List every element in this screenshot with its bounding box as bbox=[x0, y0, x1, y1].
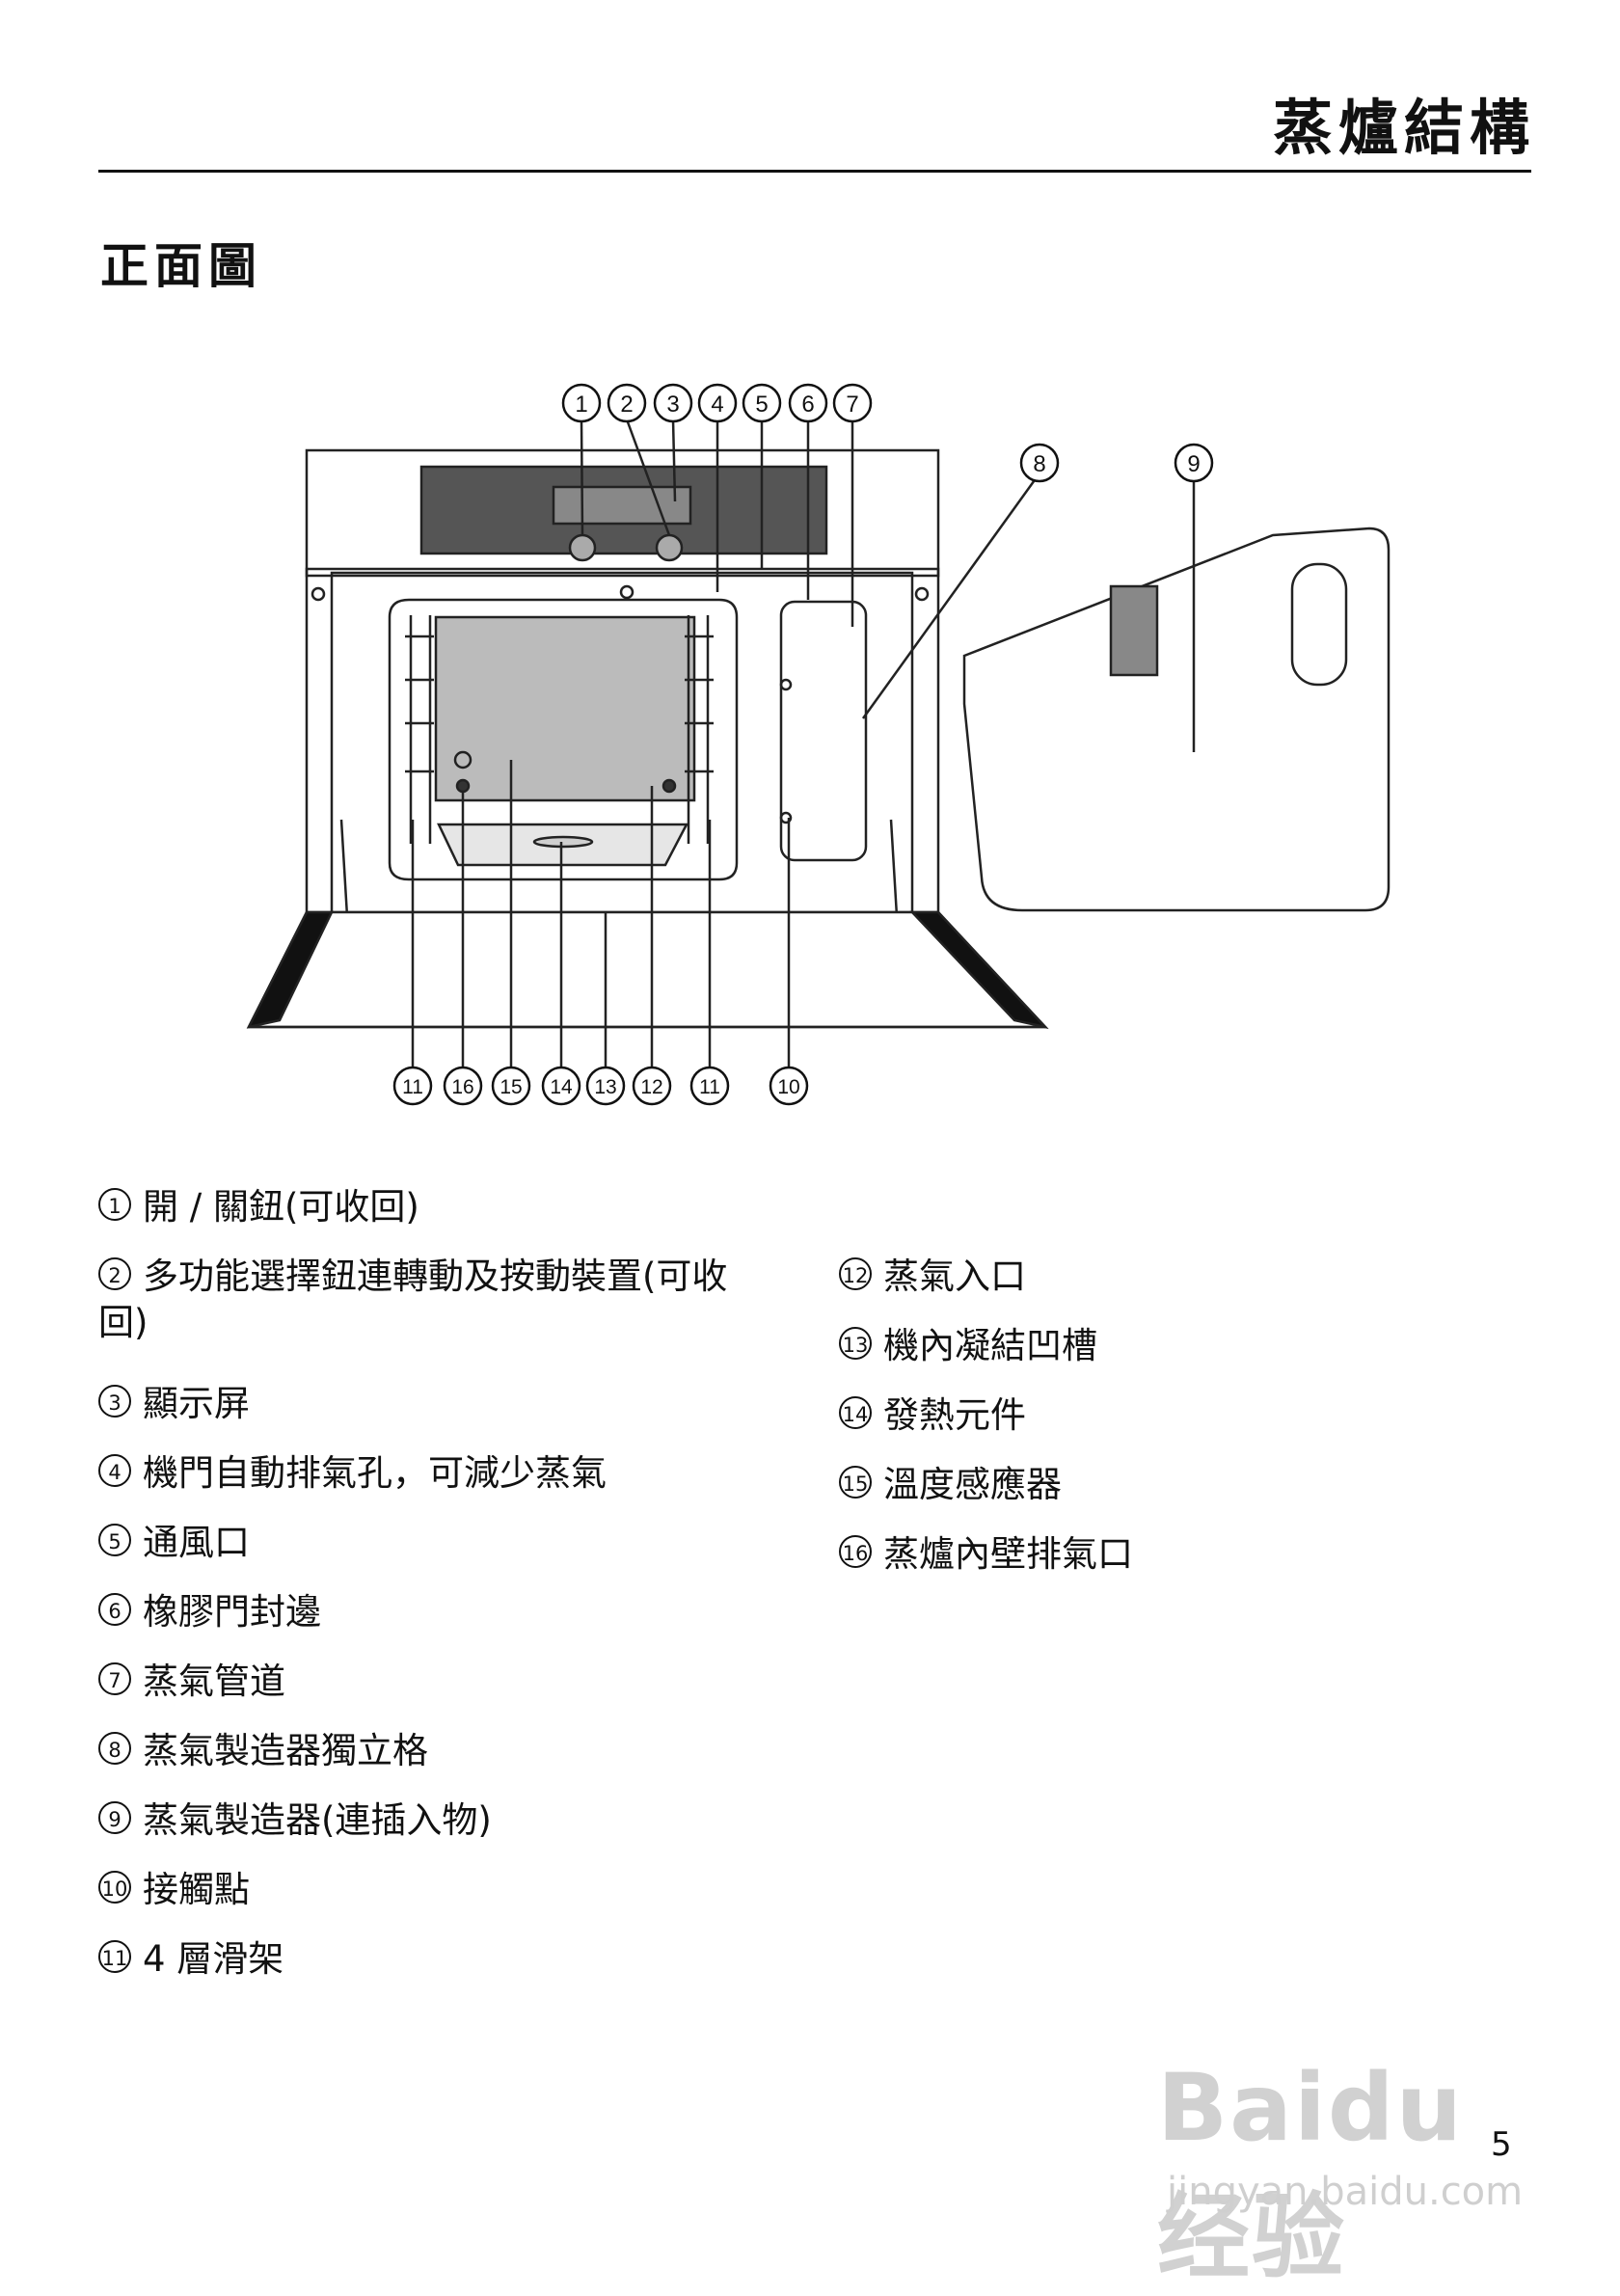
on-off-knob bbox=[568, 533, 597, 562]
steam-generator-handle bbox=[1290, 562, 1348, 687]
callout-bottom: 11 16 15 14 13 12 11 10 bbox=[392, 1066, 809, 1106]
svg-text:7: 7 bbox=[846, 392, 858, 418]
page-number: 5 bbox=[1491, 2125, 1512, 2164]
steam-oven-front-diagram: 1 2 3 4 5 6 7 8 9 11 16 15 14 13 12 11 1… bbox=[246, 383, 1390, 1106]
oven-back-wall bbox=[434, 615, 696, 802]
svg-text:15: 15 bbox=[500, 1076, 522, 1098]
callout-top: 1 2 3 4 5 6 7 bbox=[561, 383, 873, 423]
svg-text:8: 8 bbox=[1033, 451, 1045, 477]
svg-text:6: 6 bbox=[801, 392, 814, 418]
svg-text:11: 11 bbox=[402, 1076, 423, 1098]
callout-side: 8 9 bbox=[1019, 443, 1214, 483]
svg-text:12: 12 bbox=[640, 1076, 662, 1098]
steam-generator-compartment bbox=[779, 600, 868, 862]
display-screen bbox=[552, 485, 692, 526]
oven-cavity-seal bbox=[388, 598, 739, 881]
svg-text:4: 4 bbox=[711, 392, 723, 418]
svg-text:5: 5 bbox=[755, 392, 768, 418]
svg-text:2: 2 bbox=[620, 392, 633, 418]
svg-text:3: 3 bbox=[666, 392, 679, 418]
svg-text:14: 14 bbox=[550, 1076, 573, 1098]
svg-text:9: 9 bbox=[1187, 451, 1200, 477]
watermark-brand: Baidu经验 bbox=[1157, 2054, 1464, 2291]
svg-text:11: 11 bbox=[699, 1076, 720, 1098]
watermark: Baidu经验 jingyan.baidu.com bbox=[1157, 2054, 1543, 2291]
watermark-url: jingyan.baidu.com bbox=[1167, 2170, 1524, 2214]
svg-text:10: 10 bbox=[777, 1076, 799, 1098]
oven-top-frame bbox=[305, 448, 940, 578]
page-header-title: 蒸爐結構 bbox=[1272, 93, 1535, 163]
svg-text:1: 1 bbox=[575, 392, 587, 418]
oven-door bbox=[246, 910, 1048, 1029]
svg-text:13: 13 bbox=[594, 1076, 616, 1098]
section-title: 正面圖 bbox=[100, 238, 262, 294]
header-divider bbox=[98, 170, 1531, 173]
heating-element bbox=[532, 835, 594, 849]
selector-knob bbox=[655, 533, 684, 562]
steam-generator bbox=[962, 527, 1390, 912]
svg-text:16: 16 bbox=[451, 1076, 473, 1098]
